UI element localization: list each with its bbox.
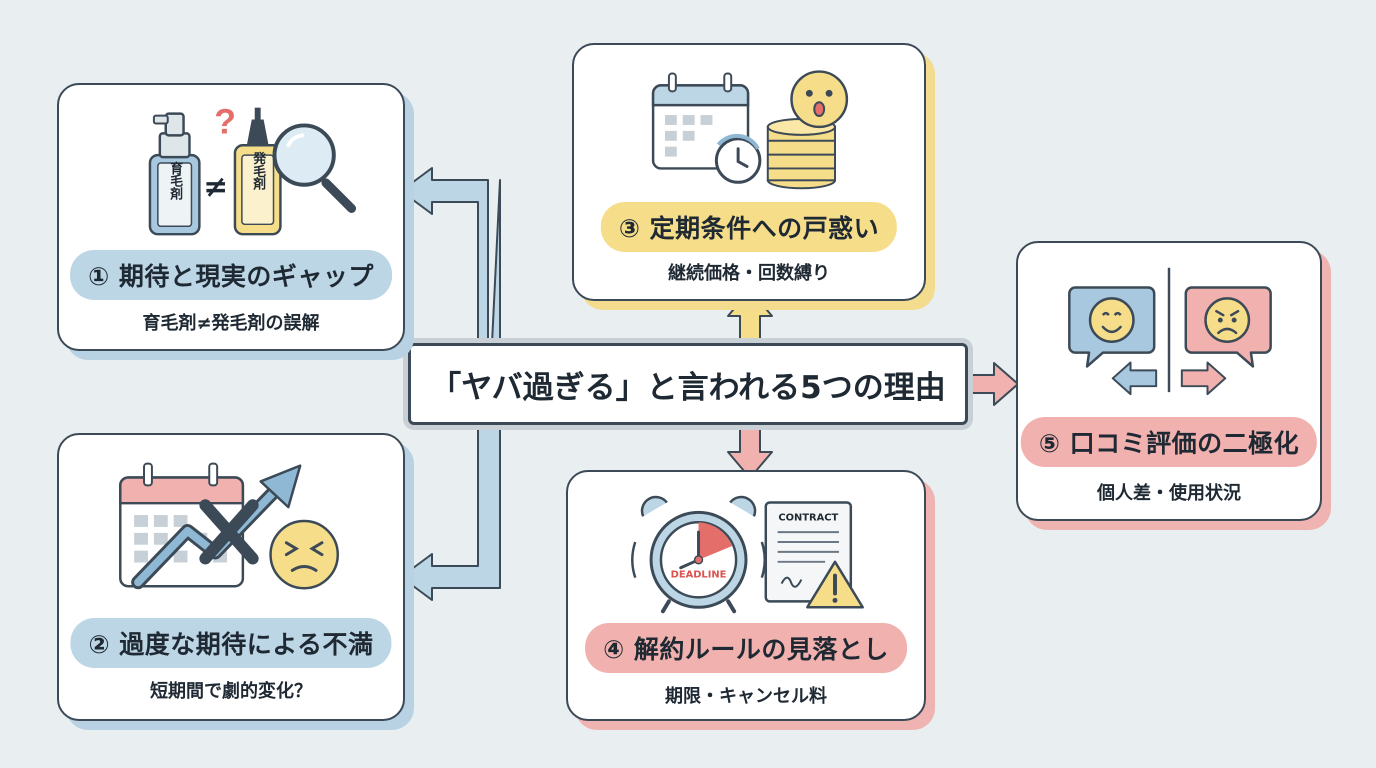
- arrow-to-reason-3: [727, 289, 773, 344]
- reason-2-illustration: [119, 462, 339, 590]
- reason-1-label: ① 期待と現実のギャップ: [70, 250, 392, 300]
- reason-3-detail: 継続価格・回数縛り: [668, 263, 830, 284]
- reason-card-2: ② 過度な期待による不満 短期間で劇的変化？: [57, 433, 405, 721]
- calendar-clock-icon: [651, 72, 762, 184]
- reason-3-label: ③ 定期条件への戸惑い: [600, 202, 898, 252]
- question-mark-icon: ?: [214, 101, 236, 141]
- arrow-to-reason-5: [967, 362, 1019, 406]
- reason-5-illustration: [1068, 267, 1272, 396]
- central-title: 「ヤバ過ぎる」と言われる5つの理由: [408, 343, 968, 425]
- left-arrow-icon: [1111, 361, 1158, 396]
- reason-5-detail: 個人差・使用状況: [1097, 483, 1241, 504]
- bottle-label-right-1: 発毛剤: [250, 151, 266, 192]
- reason-card-1: 育毛剤 ? ≠ 発毛剤 ① 期待と現実のギャップ 育毛剤≠発毛剤の誤解: [57, 83, 405, 351]
- spray-bottle-icon: 育毛剤: [148, 112, 201, 236]
- angry-bubble-icon: [1184, 286, 1272, 368]
- central-title-text: 「ヤバ過ぎる」と言われる5つの理由: [430, 369, 946, 406]
- reason-card-5: ⑤ 口コミ評価の二極化 個人差・使用状況: [1016, 241, 1322, 521]
- dropper-bottle-icon: 発毛剤: [233, 107, 282, 236]
- reason-1-illustration: 育毛剤 ? ≠ 発毛剤: [148, 101, 357, 236]
- not-equal-icon: ≠: [203, 169, 228, 204]
- cross-mark-icon: [199, 499, 259, 565]
- reason-2-label: ② 過度な期待による不満: [70, 618, 392, 668]
- reason-5-label: ⑤ 口コミ評価の二極化: [1020, 417, 1318, 467]
- right-arrow-icon: [1180, 361, 1227, 396]
- magnifier-icon: [272, 123, 357, 213]
- surprised-face-icon: [790, 70, 849, 129]
- alarm-clock-icon: DEADLINE: [631, 495, 767, 614]
- clock-deadline-text: DEADLINE: [671, 570, 727, 581]
- reason-card-3: ③ 定期条件への戸惑い 継続価格・回数縛り: [572, 43, 926, 301]
- reason-4-illustration: DEADLINE CONTRACT: [631, 495, 864, 614]
- reason-3-illustration: [651, 70, 849, 190]
- warning-icon: [806, 560, 864, 609]
- arrow-to-reason-4: [727, 424, 773, 479]
- svg-text:?: ?: [214, 101, 236, 141]
- coin-stack-icon: [766, 118, 837, 190]
- reason-1-detail: 育毛剤≠発毛剤の誤解: [142, 313, 320, 334]
- reason-4-label: ④ 解約ルールの見落とし: [585, 623, 907, 673]
- happy-bubble-icon: [1068, 286, 1156, 368]
- svg-text:≠: ≠: [203, 169, 228, 204]
- bottle-label-left-1: 育毛剤: [167, 161, 183, 202]
- contract-title-text: CONTRACT: [778, 512, 838, 523]
- frustrated-face-icon: [269, 519, 339, 590]
- reason-4-detail: 期限・キャンセル料: [665, 686, 827, 707]
- reason-2-detail: 短期間で劇的変化？: [150, 681, 312, 702]
- reason-card-4: DEADLINE CONTRACT ④ 解約ルールの見落とし 期限・キャンセル料: [566, 470, 926, 721]
